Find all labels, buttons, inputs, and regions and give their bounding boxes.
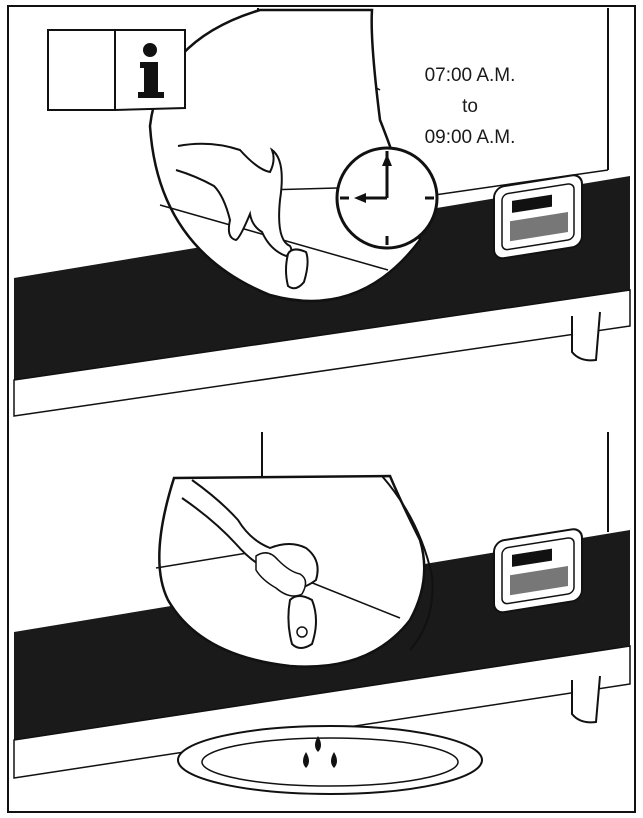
top-panel — [13, 8, 631, 417]
lens-tube — [381, 475, 434, 651]
display-unit — [493, 174, 583, 260]
hand-cleaning — [181, 479, 319, 589]
machine-leg — [571, 311, 601, 362]
display-unit-2 — [493, 528, 583, 614]
bottom-panel — [13, 432, 631, 795]
lens-edge-line-2 — [309, 581, 401, 619]
machine-leg-2 — [571, 675, 601, 724]
clock-icon — [335, 146, 439, 250]
drip-tray — [177, 725, 483, 795]
nozzle — [287, 595, 317, 649]
cleaning-cloth — [255, 552, 307, 597]
nozzle-opening — [296, 626, 308, 638]
hand-pointing — [175, 142, 293, 258]
schedule-start-time: 07:00 A.M. — [424, 65, 516, 86]
lower-band-2 — [13, 645, 631, 779]
schedule-connector: to — [462, 96, 478, 117]
manual-info-icon — [47, 29, 186, 112]
nozzle-cap — [285, 248, 309, 290]
schedule-end-time: 09:00 A.M. — [424, 127, 516, 148]
lower-band — [13, 289, 631, 417]
water-drop-icon — [303, 736, 337, 768]
